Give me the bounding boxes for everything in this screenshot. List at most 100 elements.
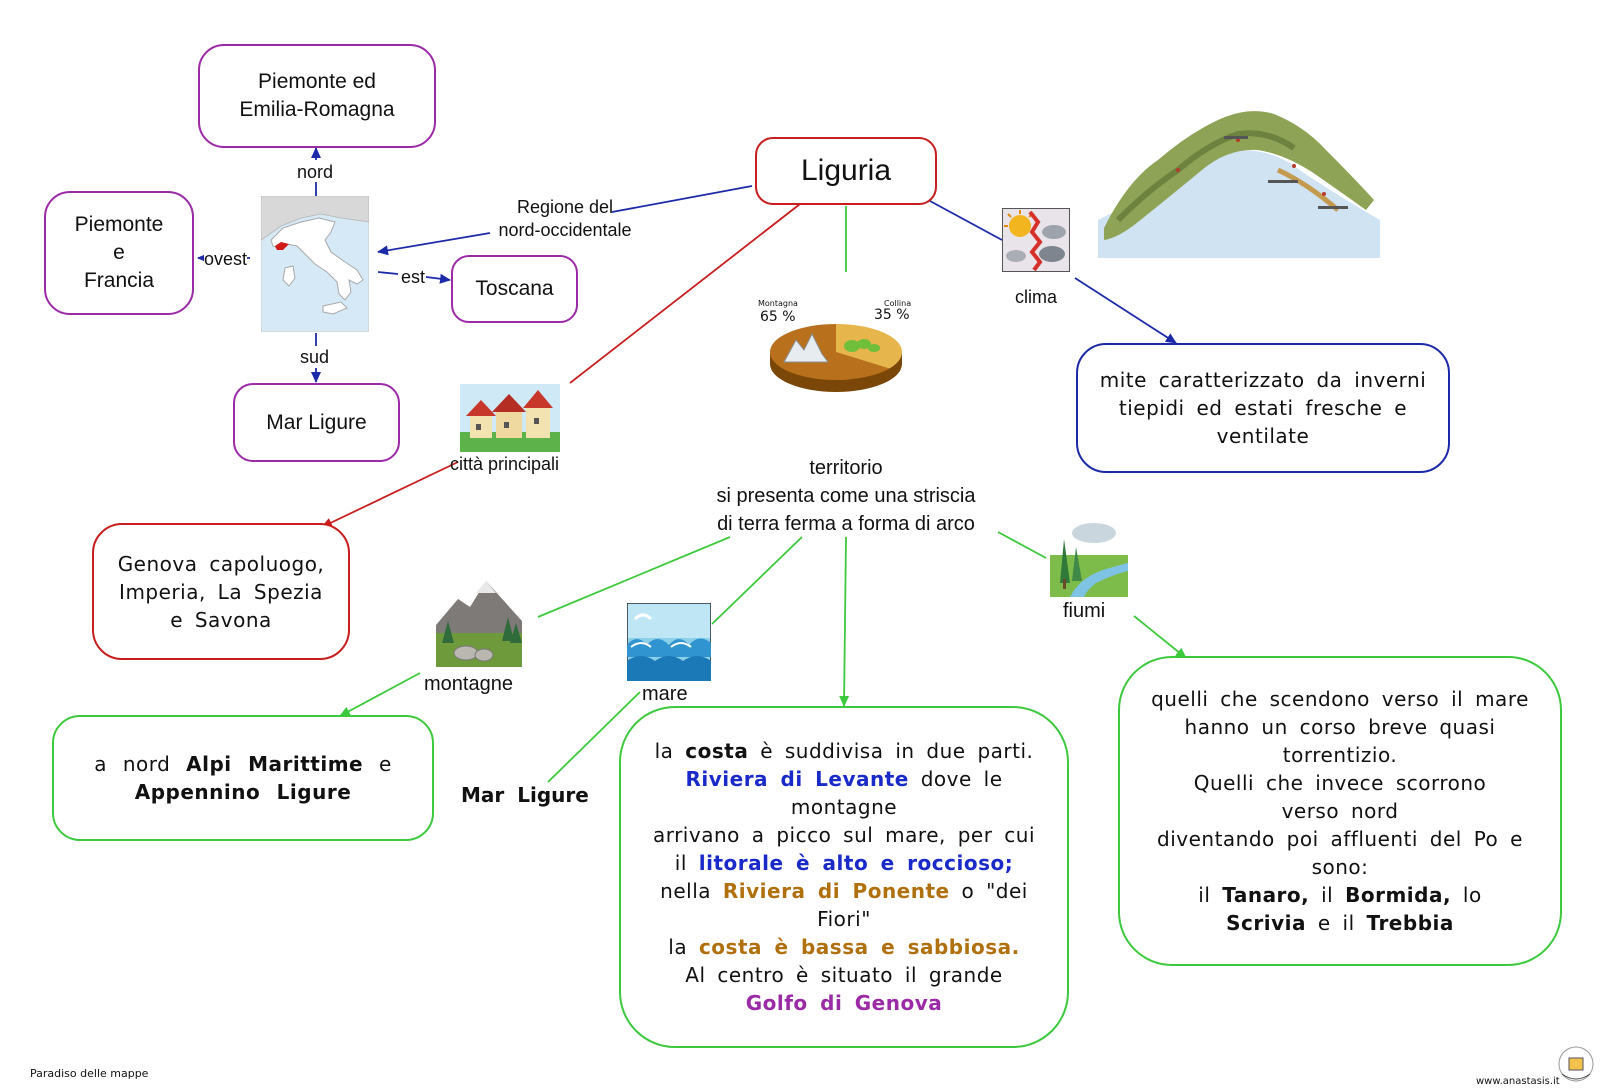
fiumi-mid2: lo: [1462, 883, 1482, 907]
citta-line-2: Imperia, La Spezia: [119, 579, 323, 604]
node-est[interactable]: Toscana: [451, 255, 578, 323]
territory-title: territorio: [809, 457, 883, 479]
fiumi-line-8: il Tanaro, il Bormida, lo: [1198, 881, 1481, 909]
clima-text: mite caratterizzato da inverni tiepidi e…: [1099, 368, 1427, 448]
fiumi-line-7: sono:: [1311, 855, 1369, 879]
territory-line-1: si presenta come una striscia: [716, 485, 976, 507]
fiume-trebbia: Trebbia: [1366, 911, 1454, 935]
costa-t9: Al centro è situato il grande: [685, 963, 1003, 987]
italy-map-icon: [261, 196, 369, 332]
link-liguria-citta: [569, 203, 801, 384]
fiume-tanaro: Tanaro,: [1222, 883, 1310, 907]
costa-text: la costa è suddivisa in due parti. Rivie…: [639, 737, 1049, 1017]
link-mare-name: [547, 691, 641, 783]
fiumi-pre: il: [1198, 883, 1211, 907]
node-sud-text: Mar Ligure: [266, 410, 367, 434]
central-node-liguria[interactable]: Liguria: [755, 137, 937, 205]
costa-t7: o "dei Fiori": [817, 879, 1028, 931]
pie-left-label: Montagna: [758, 299, 798, 308]
costa-t1: la: [654, 739, 674, 763]
footer-right[interactable]: www.anastasis.it: [1476, 1076, 1560, 1087]
node-ovest-line-1: Piemonte: [74, 213, 164, 236]
costa-t4: arrivano a picco sul mare, per cui: [652, 823, 1036, 847]
link-est-a: [377, 271, 399, 275]
liguria-map-image: [1098, 100, 1380, 258]
label-fiumi: fiumi: [1063, 600, 1106, 622]
costa-bassa: costa è bassa e sabbiosa.: [698, 935, 1020, 959]
node-nord[interactable]: Piemonte ed Emilia-Romagna: [198, 44, 436, 148]
node-nord-text: Piemonte ed Emilia-Romagna: [239, 70, 395, 121]
montagne-alpi: Alpi Marittime: [186, 752, 364, 776]
label-mare: mare: [642, 683, 688, 705]
fiume-scrivia: Scrivia: [1226, 911, 1306, 935]
label-ovest: ovest: [204, 248, 248, 270]
label-region: Regione del nord-occidentale: [490, 196, 640, 242]
node-ovest-line-3: Francia: [83, 269, 155, 292]
node-est-text: Toscana: [475, 277, 554, 300]
fiumi-line-1: quelli che scendono verso il mare: [1151, 687, 1529, 711]
litorale-alto: litorale è alto e roccioso;: [698, 851, 1014, 875]
link-fiumi-box: [1133, 615, 1187, 659]
link-terr-fiumi: [997, 531, 1047, 559]
river-landscape-icon: [1050, 519, 1128, 597]
label-region-line-1: Regione del: [516, 197, 614, 217]
fiumi-line-9: Scrivia e il Trebbia: [1226, 909, 1454, 937]
link-est-b: [425, 273, 451, 284]
central-title: Liguria: [800, 154, 892, 187]
link-citta-box: [321, 461, 459, 528]
citta-line-3: e Savona: [170, 607, 272, 632]
label-clima: clima: [1015, 287, 1058, 307]
pie-slice-montagna: [770, 324, 890, 380]
costa-t2: è suddivisa in due parti.: [760, 739, 1034, 763]
weather-icon: [1002, 208, 1070, 272]
golfo-genova: Golfo di Genova: [745, 991, 943, 1015]
label-est: est: [401, 267, 426, 287]
fiumi-line-6: diventando poi affluenti del Po e: [1157, 827, 1523, 851]
montagne-line-1: a nord Alpi Marittime e: [94, 750, 392, 778]
pie-left-pct: 65 %: [760, 309, 796, 325]
montagne-mid: e: [378, 752, 392, 776]
riviera-ponente: Riviera di Ponente: [722, 879, 950, 903]
link-terr-montagne: [537, 536, 731, 618]
fiumi-line-4: Quelli che invece scorrono: [1193, 771, 1487, 795]
territory-text: territorio si presenta come una striscia…: [660, 454, 1032, 538]
montagne-pre: a nord: [94, 752, 171, 776]
costa-t5: il: [674, 851, 687, 875]
fiumi-line-5: verso nord: [1281, 799, 1399, 823]
montagne-appennino: Appennino Ligure: [134, 780, 352, 804]
houses-icon: [460, 384, 560, 452]
footer-left: Paradiso delle mappe: [30, 1067, 149, 1080]
label-citta: città principali: [450, 454, 560, 474]
costa-bold: costa: [685, 739, 749, 763]
territory-line-2: di terra ferma a forma di arco: [717, 513, 975, 535]
node-sud[interactable]: Mar Ligure: [233, 383, 400, 462]
label-nord: nord: [297, 162, 334, 182]
fiumi-line-2: hanno un corso breve quasi: [1184, 715, 1496, 739]
label-region-line-2: nord-occidentale: [498, 220, 632, 240]
link-liguria-region: [611, 185, 753, 213]
costa-t3: dove le montagne: [790, 767, 1003, 819]
hill-glyph: [844, 339, 880, 352]
node-costa[interactable]: la costa è suddivisa in due parti. Rivie…: [619, 706, 1069, 1048]
node-ovest[interactable]: Piemonte e Francia: [44, 191, 194, 315]
fiume-bormida: Bormida,: [1345, 883, 1452, 907]
link-liguria-clima: [929, 200, 1003, 241]
node-fiumi[interactable]: quelli che scendono verso il mare hanno …: [1118, 656, 1562, 966]
costa-t8: la: [668, 935, 688, 959]
node-citta[interactable]: Genova capoluogo, Imperia, La Spezia e S…: [92, 523, 350, 660]
node-ovest-line-2: e: [113, 241, 125, 264]
fiumi-mid1: il: [1321, 883, 1334, 907]
link-terr-mare: [711, 536, 803, 625]
node-clima[interactable]: mite caratterizzato da inverni tiepidi e…: [1076, 343, 1450, 473]
node-montagne[interactable]: a nord Alpi Marittime e Appennino Ligure: [52, 715, 434, 841]
label-montagne: montagne: [424, 673, 513, 695]
riviera-levante: Riviera di Levante: [685, 767, 909, 791]
fiumi-line-3: torrentizio.: [1282, 743, 1398, 767]
link-clima-box: [1074, 277, 1177, 344]
supermappe-logo: [1558, 1046, 1594, 1082]
sea-waves-icon: [627, 603, 711, 681]
mountain-glyph: [783, 332, 829, 363]
fiumi-mid3: e il: [1317, 911, 1355, 935]
pie-right-label: Collina: [884, 299, 912, 308]
